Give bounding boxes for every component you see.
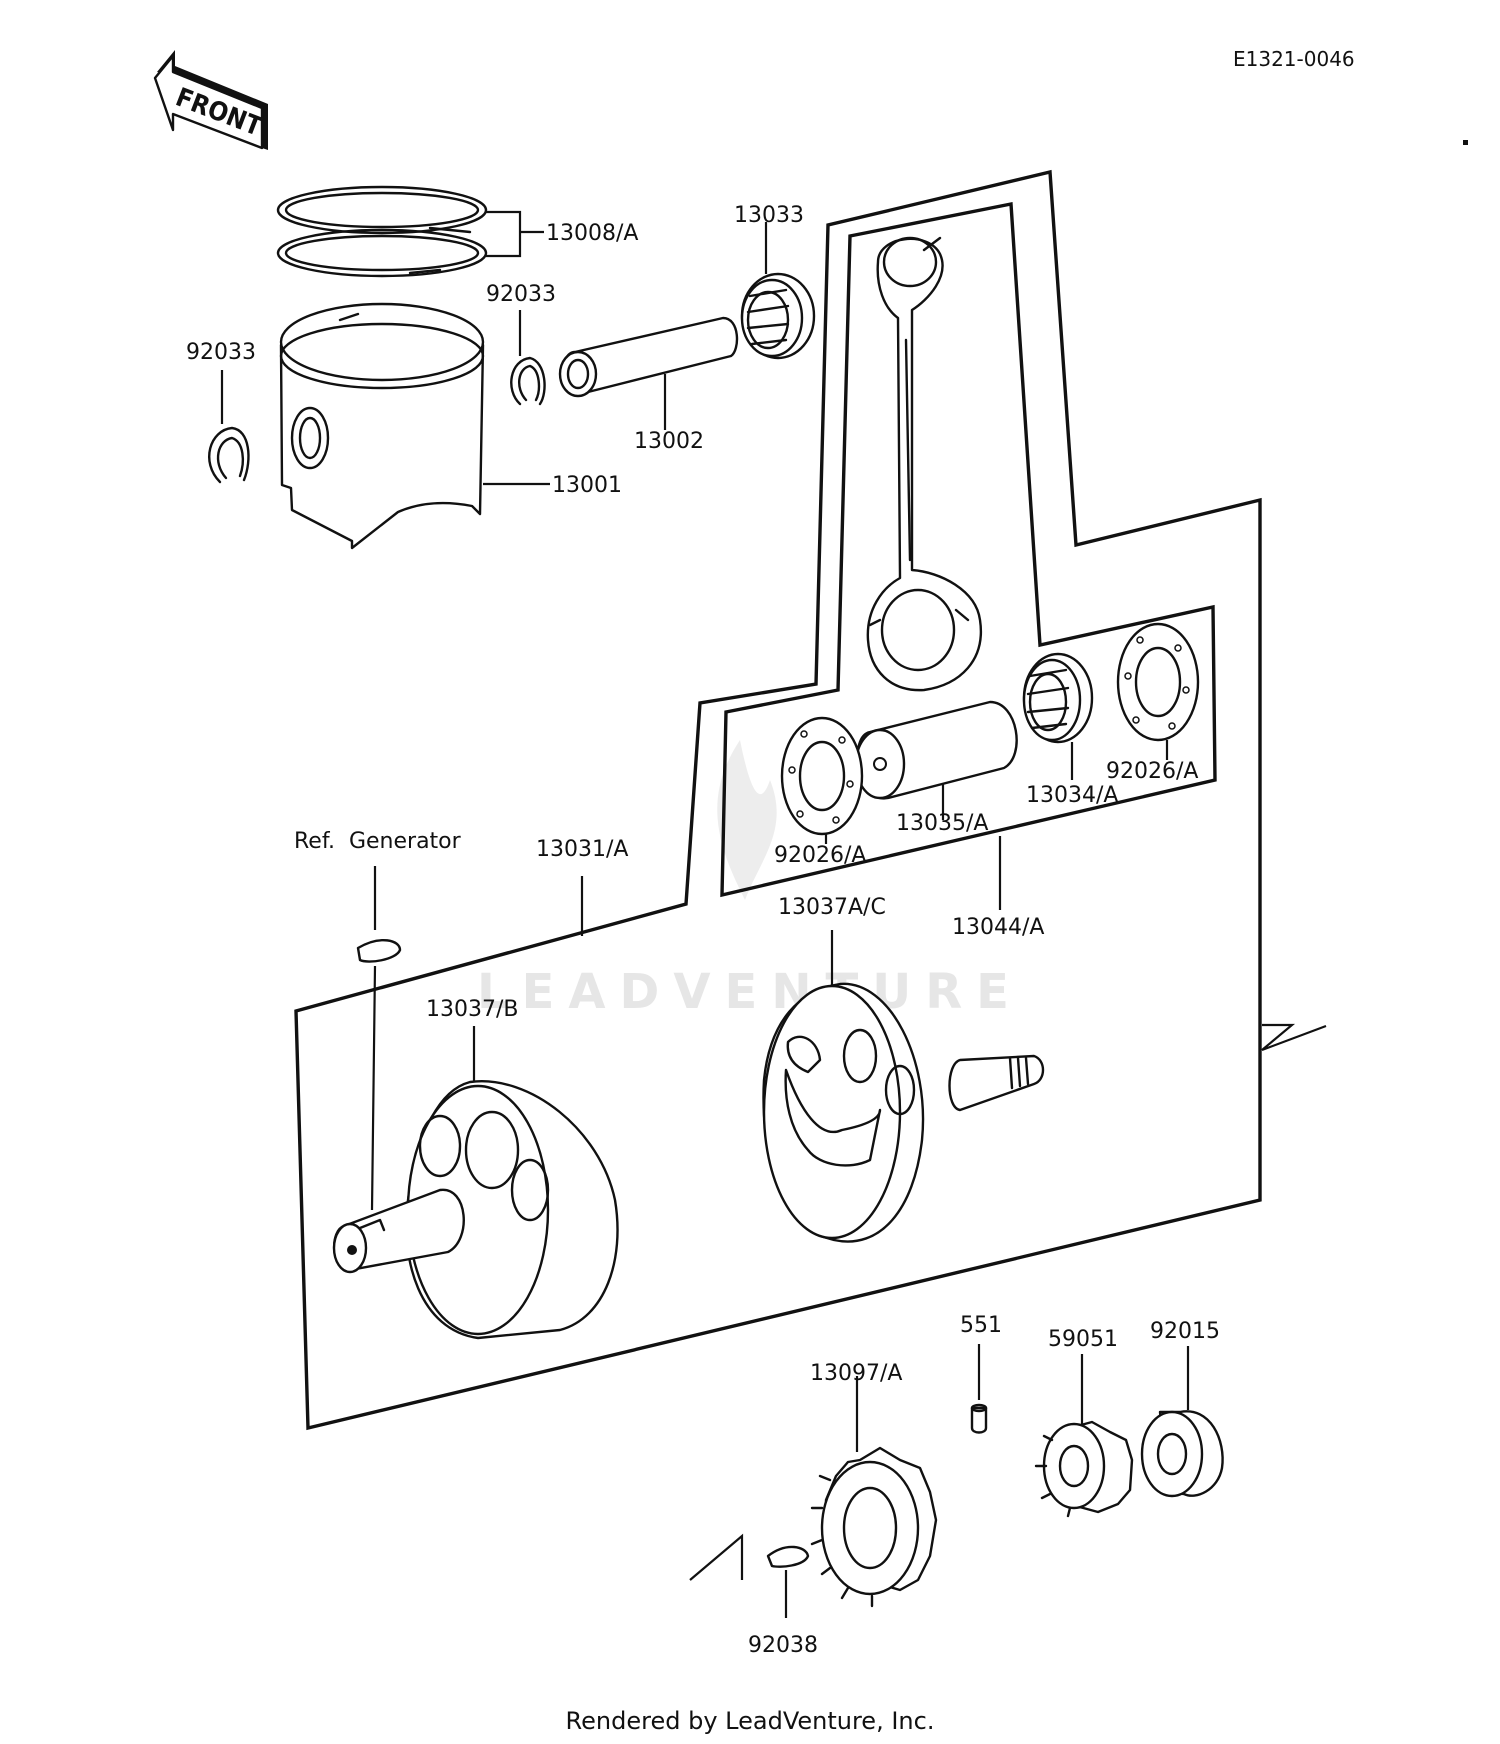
gear-key xyxy=(766,1545,810,1568)
footer-credit: Rendered by LeadVenture, Inc. xyxy=(566,1707,935,1735)
label-ref-generator: Ref. Generator xyxy=(294,829,462,854)
label-flywheel-left: 13037/B xyxy=(426,997,519,1022)
watermark-flame-icon xyxy=(717,740,777,900)
document-id: E1321-0046 xyxy=(1233,47,1355,71)
dowel-pin xyxy=(970,1403,988,1434)
clip-right xyxy=(510,356,546,406)
small-end-bearing xyxy=(740,272,816,360)
label-washer-right: 92026/A xyxy=(1106,759,1198,784)
label-conrod-assy: 13044/A xyxy=(952,915,1044,940)
generator-key xyxy=(356,939,402,963)
label-bushing: 92015 xyxy=(1150,1319,1220,1344)
label-small-end-bearing: 13033 xyxy=(734,203,804,228)
thrust-washer-left xyxy=(780,716,864,836)
primary-gear xyxy=(810,1446,938,1608)
connecting-rod xyxy=(866,236,983,692)
label-crankpin: 13035/A xyxy=(896,811,988,836)
conrod-assy-outline xyxy=(720,201,1217,898)
label-idler-gear: 59051 xyxy=(1048,1327,1118,1352)
thrust-washer-right xyxy=(1116,622,1200,742)
big-end-bearing xyxy=(1022,652,1094,744)
label-crankshaft-assy: 13031/A xyxy=(536,837,628,862)
piston xyxy=(279,302,485,550)
front-arrow-icon: FRONT xyxy=(153,50,268,150)
corner-mark xyxy=(1463,140,1468,145)
flywheel-left xyxy=(332,1080,619,1340)
watermark-text: LEADVENTURE xyxy=(477,964,1023,1020)
piston-rings xyxy=(276,185,488,278)
label-pin: 551 xyxy=(960,1313,1002,1338)
label-piston-pin: 13002 xyxy=(634,429,704,454)
crankpin xyxy=(854,700,1018,800)
label-primary-gear: 13097/A xyxy=(810,1361,902,1386)
label-clip-left: 92033 xyxy=(186,340,256,365)
flywheel-right xyxy=(762,982,1045,1243)
label-piston: 13001 xyxy=(552,473,622,498)
clip-left xyxy=(208,426,250,484)
label-big-end-bearing: 13034/A xyxy=(1026,783,1118,808)
label-clip-right: 92033 xyxy=(486,282,556,307)
piston-pin xyxy=(558,316,739,398)
label-flywheel-right: 13037A/C xyxy=(778,895,886,920)
label-key: 92038 xyxy=(748,1633,818,1658)
label-rings: 13008/A xyxy=(546,221,638,246)
crankshaft-assy-outline xyxy=(294,169,1262,1431)
idler-gear xyxy=(1034,1420,1134,1518)
bushing xyxy=(1140,1410,1224,1498)
label-washer-left: 92026/A xyxy=(774,843,866,868)
